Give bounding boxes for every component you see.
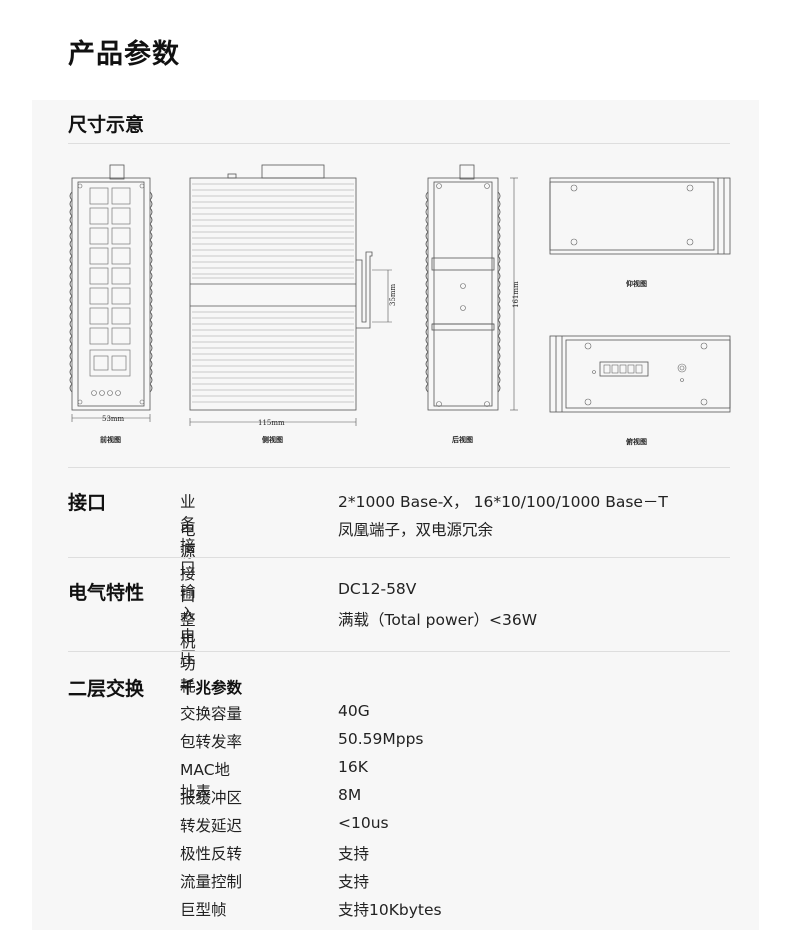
rear-view-caption: 后视图 [452, 435, 473, 444]
spec-value: 8M [338, 786, 362, 804]
spec-row: 极性反转 支持 [180, 842, 369, 870]
spec-value: 16K [338, 758, 368, 776]
page-title: 产品参数 [68, 39, 180, 70]
spec-value: 支持 [338, 845, 370, 863]
divider [68, 467, 730, 468]
spec-key: 包转发率 [180, 733, 243, 751]
top-view-drawing [549, 177, 731, 255]
spec-row: 交换容量 40G [180, 702, 370, 730]
front-view-drawing [69, 164, 153, 422]
spec-key: 业务接口 [180, 493, 196, 577]
divider [68, 651, 730, 652]
spec-row: MAC地址表 16K [180, 758, 368, 801]
divider [68, 143, 730, 144]
rear-view-drawing [425, 164, 518, 411]
spec-row: 包转发率 50.59Mpps [180, 730, 424, 758]
side-view-drawing [189, 164, 392, 426]
spec-value: <10us [338, 814, 389, 832]
spec-value: 凤凰端子，双电源冗余 [338, 521, 494, 539]
spec-panel: 尺寸示意 [32, 100, 759, 930]
spec-value: 满载（Total power）<36W [338, 611, 538, 629]
section-title-interface: 接口 [68, 492, 107, 514]
spec-key: 转发延迟 [180, 817, 243, 835]
section-title-layer2: 二层交换 [68, 678, 145, 700]
spec-value: DC12-58V [338, 580, 417, 598]
spec-value: 支持 [338, 873, 370, 891]
spec-key: 电源接口 [180, 521, 196, 605]
rear-height-label: 161mm [512, 281, 520, 308]
spec-value: 支持10Kbytes [338, 901, 442, 919]
spec-value: 2*1000 Base-X， 16*10/100/1000 Base－T [338, 493, 668, 511]
bottom-view-caption: 俯视图 [626, 437, 647, 446]
rail-height-label: 35mm [389, 283, 397, 306]
spec-key: 交换容量 [180, 705, 243, 723]
front-view-caption: 前视图 [100, 435, 121, 444]
bottom-view-drawing [549, 335, 731, 413]
spec-key: 输入电压 [180, 583, 196, 667]
dimension-drawings: 53mm 前视图 [69, 164, 731, 446]
spec-key: 极性反转 [180, 845, 243, 863]
spec-key: 整机功耗 [180, 611, 196, 695]
layer2-rows: 千兆参数 交换容量 40G 包转发率 50.59Mpps MAC地址表 16K … [180, 676, 442, 926]
spec-row: 报缓冲区 8M [180, 786, 361, 814]
spec-key: 巨型帧 [180, 901, 227, 919]
subsection-heading: 千兆参数 [180, 679, 243, 697]
divider [68, 557, 730, 558]
front-width-label: 53mm [102, 415, 125, 423]
spec-row: 流量控制 支持 [180, 870, 369, 898]
spec-key: 报缓冲区 [180, 789, 243, 807]
spec-key: 流量控制 [180, 873, 243, 891]
section-title-electrical: 电气特性 [68, 582, 145, 604]
dimensions-title: 尺寸示意 [68, 114, 145, 136]
side-width-label: 115mm [258, 419, 285, 427]
spec-row: 巨型帧 支持10Kbytes [180, 898, 442, 926]
spec-key: MAC地址表 [180, 761, 231, 801]
side-view-caption: 侧视图 [262, 435, 283, 444]
spec-value: 50.59Mpps [338, 730, 424, 748]
top-view-caption: 仰视图 [626, 279, 647, 288]
spec-row: 转发延迟 <10us [180, 814, 389, 842]
spec-value: 40G [338, 702, 370, 720]
